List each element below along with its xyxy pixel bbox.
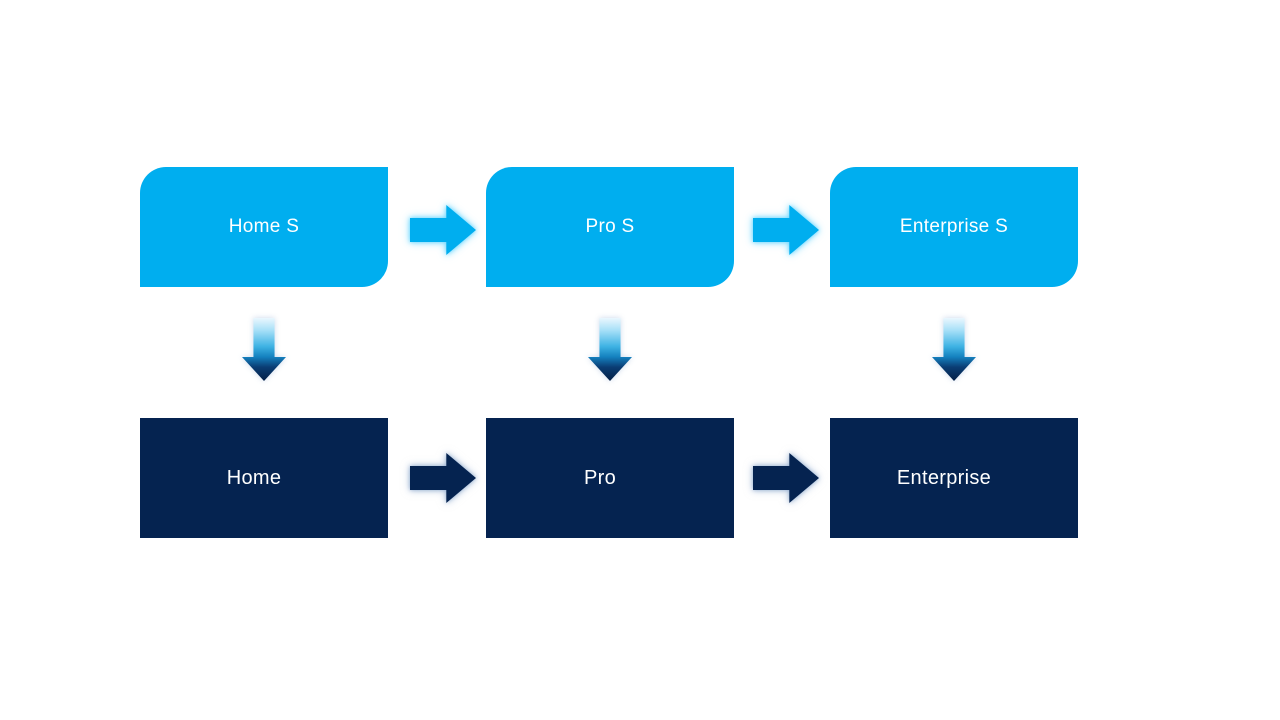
stage-label-enterprise: Enterprise (896, 466, 992, 489)
stage-box-home: Home (140, 418, 388, 538)
right-arrow-shape (753, 453, 819, 503)
right-arrow-shape (410, 205, 476, 255)
stage-box-enterprise-s: Enterprise S (830, 167, 1078, 287)
right-arrow-icon (753, 453, 819, 503)
down-arrow-icon (932, 318, 976, 381)
stage-label-pro-s: Pro S (585, 216, 635, 237)
stage-label-enterprise-s: Enterprise S (899, 216, 1009, 237)
stage-label-pro: Pro (583, 466, 617, 489)
stage-label-home-s: Home S (228, 216, 300, 237)
down-arrow-shape (588, 318, 632, 381)
stage-box-enterprise: Enterprise (830, 418, 1078, 538)
down-arrow-shape (932, 318, 976, 381)
right-arrow-shape (753, 205, 819, 255)
down-arrow-icon (242, 318, 286, 381)
stage-box-pro: Pro (486, 418, 734, 538)
stage-label-home: Home (226, 466, 282, 489)
right-arrow-icon (753, 205, 819, 255)
down-arrow-icon (588, 318, 632, 381)
right-arrow-icon (410, 205, 476, 255)
down-arrow-shape (242, 318, 286, 381)
right-arrow-icon (410, 453, 476, 503)
right-arrow-shape (410, 453, 476, 503)
stage-box-home-s: Home S (140, 167, 388, 287)
stage-box-pro-s: Pro S (486, 167, 734, 287)
